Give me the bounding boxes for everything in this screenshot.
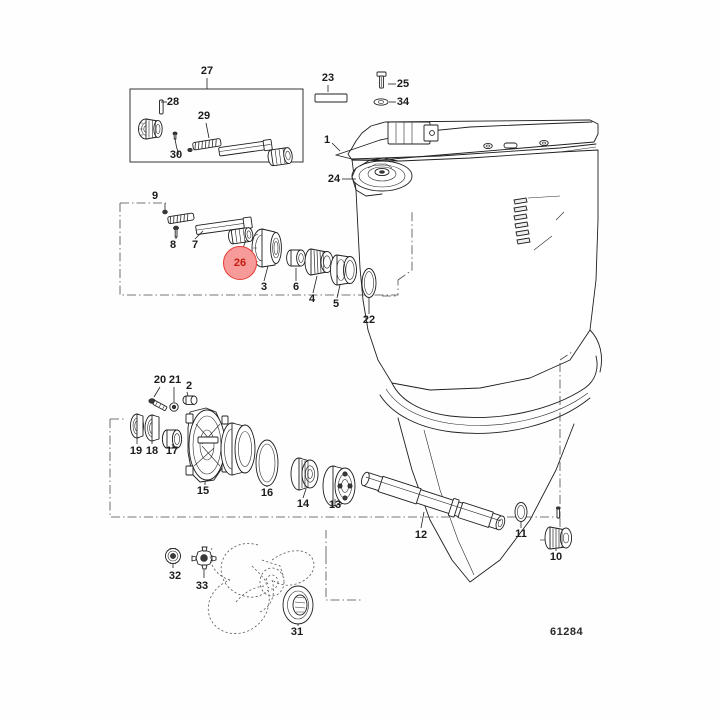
callout-14: 14 xyxy=(296,498,310,510)
callout-30: 30 xyxy=(169,149,183,161)
part-21-washer xyxy=(169,387,179,412)
callout-11: 11 xyxy=(515,528,527,540)
part-8-bolt xyxy=(173,225,179,239)
part-18-seal xyxy=(144,414,160,444)
callout-12: 12 xyxy=(414,529,428,541)
part-12-propshaft xyxy=(360,471,506,531)
part-30-pin xyxy=(172,131,178,140)
part-19-seal xyxy=(130,413,144,444)
part-2-plug xyxy=(182,391,198,405)
callout-6: 6 xyxy=(292,281,300,293)
callout-17: 17 xyxy=(165,445,179,457)
housing-mount-block xyxy=(387,121,439,145)
callout-1: 1 xyxy=(323,134,331,146)
callout-19: 19 xyxy=(129,445,143,457)
highlight-callout-26[interactable]: 26 xyxy=(223,246,257,280)
callout-21: 21 xyxy=(168,374,182,386)
part-4-tapered-bearing xyxy=(304,248,334,294)
callout-24: 24 xyxy=(327,173,341,185)
callout-22: 22 xyxy=(362,314,376,326)
part-26-coupler xyxy=(227,227,254,249)
callout-33: 33 xyxy=(195,580,209,592)
callout-2: 2 xyxy=(185,380,193,392)
callout-25: 25 xyxy=(396,78,410,90)
callout-31: 31 xyxy=(290,626,304,638)
part-28-pin xyxy=(159,99,164,115)
part-10-pinion-nut xyxy=(544,526,573,551)
callout-10: 10 xyxy=(549,551,563,563)
callout-15: 15 xyxy=(196,485,210,497)
callout-18: 18 xyxy=(145,445,159,457)
part-22-oring xyxy=(361,268,377,314)
callout-4: 4 xyxy=(308,293,316,305)
part-17-bushing xyxy=(161,429,183,449)
drawing-number: 61284 xyxy=(550,626,584,638)
inset-box-27 xyxy=(129,78,304,167)
part-31-thrust-hub xyxy=(282,585,314,626)
inset-driveshaft xyxy=(218,138,293,167)
part-34-nut xyxy=(373,98,396,106)
propeller-reference xyxy=(207,543,315,634)
callout-23: 23 xyxy=(321,72,335,84)
part-14-bearing xyxy=(290,457,319,499)
callout-29: 29 xyxy=(197,110,211,122)
callout-28: 28 xyxy=(166,96,180,108)
part-24-trim-tab xyxy=(351,157,413,197)
part-23-anode xyxy=(314,85,348,103)
water-intake-grate xyxy=(513,195,565,251)
part-25-bolt xyxy=(376,71,396,89)
gearcase-housing xyxy=(331,119,602,583)
part-5-bearing-race xyxy=(330,254,357,299)
part-32-prop-nut xyxy=(165,547,181,568)
part-11-oring xyxy=(514,502,528,528)
callout-8: 8 xyxy=(169,239,177,251)
callout-27: 27 xyxy=(200,65,214,77)
callout-7: 7 xyxy=(191,239,199,251)
part-3-bearing-carrier xyxy=(251,228,282,282)
part-20-bolt xyxy=(148,386,168,411)
callout-13: 13 xyxy=(328,499,342,511)
part-15-bearing-carrier xyxy=(185,407,256,485)
callout-32: 32 xyxy=(168,570,182,582)
part-10-pin xyxy=(555,506,561,519)
callout-5: 5 xyxy=(332,298,340,310)
part-13-ball-bearing xyxy=(322,465,356,507)
part-33-tab-washer xyxy=(191,546,217,578)
callout-3: 3 xyxy=(260,281,268,293)
callout-34: 34 xyxy=(396,96,410,108)
part-9-pin xyxy=(162,203,168,215)
callout-16: 16 xyxy=(260,487,274,499)
part-6-bushing xyxy=(286,249,306,281)
upper-group-boundary xyxy=(119,202,413,297)
callout-9: 9 xyxy=(151,190,159,202)
inset-bearing-carrier xyxy=(138,118,163,140)
lower-group-boundary xyxy=(109,351,573,601)
part-16-oring xyxy=(255,439,279,487)
callout-20: 20 xyxy=(153,374,167,386)
part-29-coupler xyxy=(187,138,222,153)
